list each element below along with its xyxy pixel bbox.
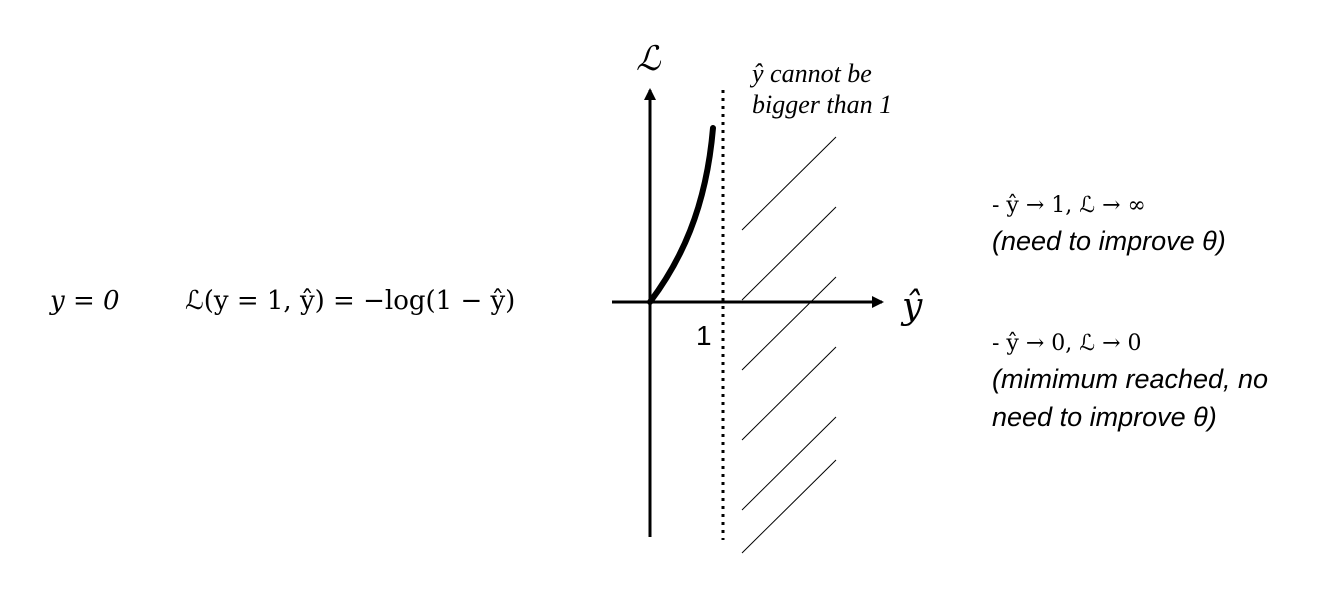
loss-equation: ℒ(y = 1, ŷ) = −log(1 − ŷ) — [185, 286, 516, 316]
loss-curve — [647, 125, 716, 305]
y-axis-label: ℒ — [636, 39, 662, 79]
hatched-region — [741, 136, 837, 554]
note-low-loss-head: - ŷ → 0, ℒ → 0 — [992, 331, 1142, 356]
tick-one: 1 — [696, 320, 712, 351]
boundary-note-line2: bigger than 1 — [752, 90, 893, 119]
boundary-note-line1: ŷ cannot be — [752, 59, 872, 88]
note-low-loss-body: (mimimum reached, no need to improve θ) — [992, 364, 1269, 432]
note-high-loss-head: - ŷ → 1, ℒ → ∞ — [992, 193, 1146, 218]
note-low-loss: - ŷ → 0, ℒ → 0 (mimimum reached, no need… — [992, 328, 1322, 436]
note-high-loss: - ŷ → 1, ℒ → ∞ (need to improve θ) — [992, 190, 1322, 260]
note-high-loss-body: (need to improve θ) — [992, 226, 1226, 256]
label-equation: y = 0 — [50, 286, 120, 316]
boundary-note: ŷ cannot be bigger than 1 — [752, 58, 892, 120]
x-axis-label: ŷ — [900, 286, 923, 327]
